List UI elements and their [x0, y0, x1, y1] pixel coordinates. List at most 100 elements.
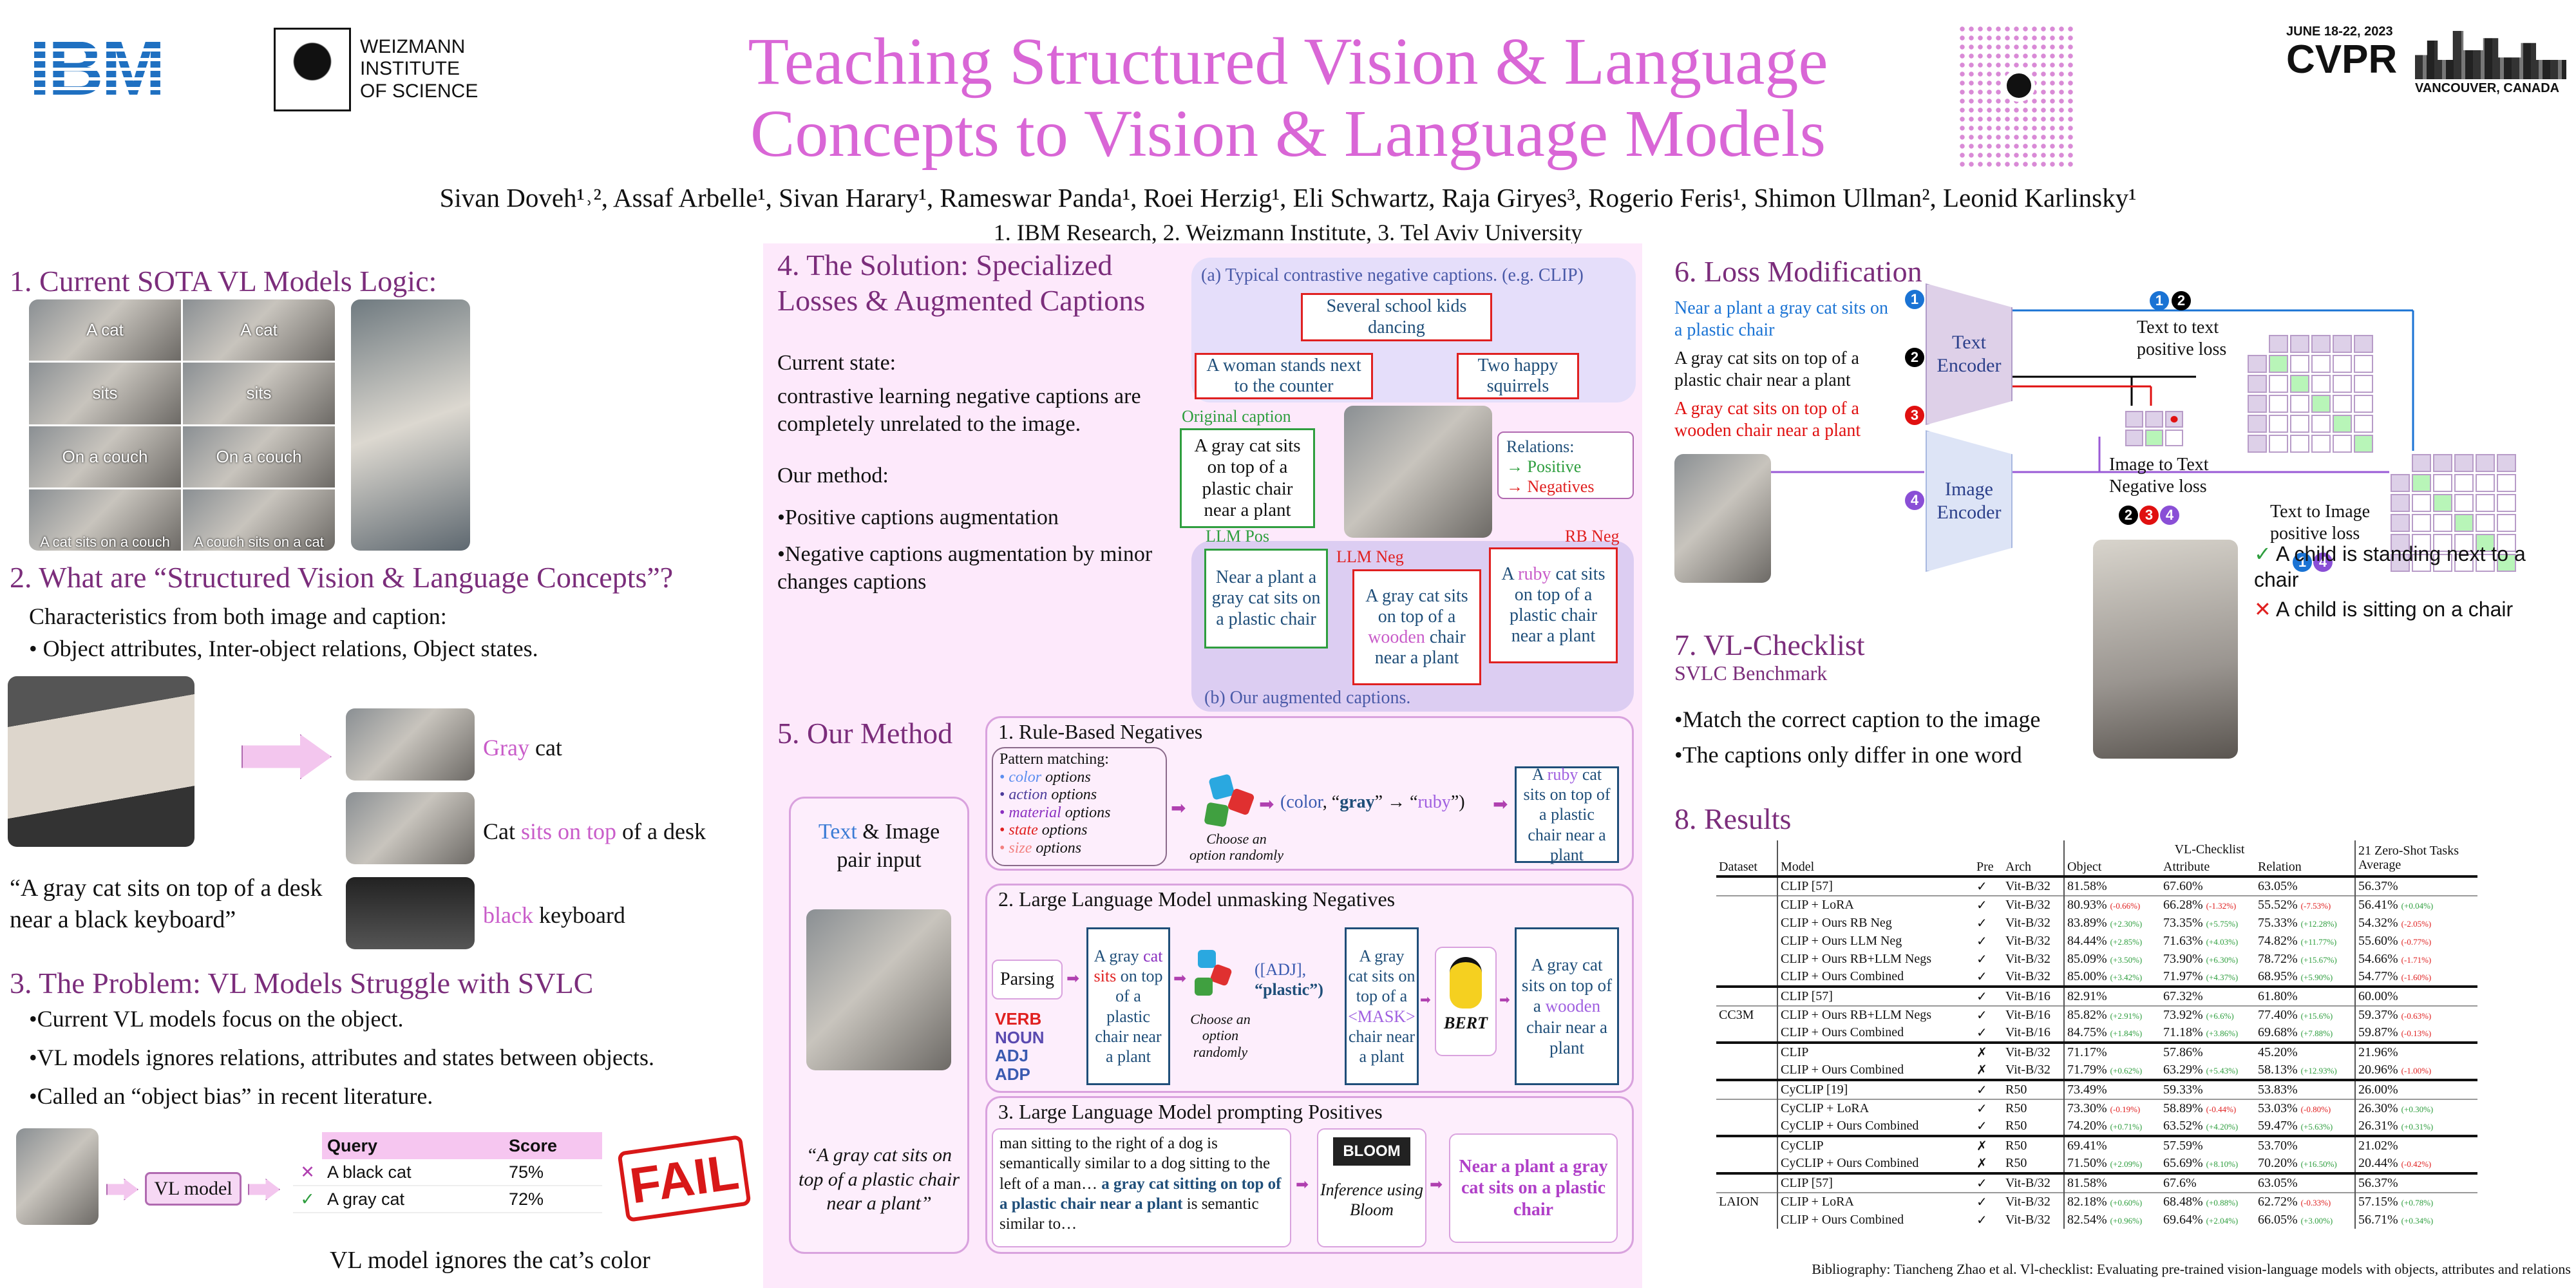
- cell-model: CyCLIP + LoRA: [1777, 1099, 1974, 1117]
- matrix-cell: [2290, 335, 2309, 353]
- t2t-matrix: [2248, 335, 2373, 453]
- arrow-right-icon: [242, 734, 332, 779]
- cell-attr: 73.35% (+5.75%): [2163, 915, 2239, 930]
- positive-result-caption: Near a plant a gray cat sits on a plasti…: [1449, 1133, 1618, 1243]
- matrix-cell: [2391, 514, 2410, 532]
- cell-arch: Vit-B/32: [2005, 969, 2050, 983]
- score-row: ✓ A gray cat 72%: [293, 1186, 602, 1213]
- original-caption: A gray cat sits on top of a plastic chai…: [1180, 428, 1315, 528]
- arrow-right-icon: [106, 1179, 138, 1200]
- cell-pre: ✗: [1976, 1063, 1987, 1077]
- cell-attr: 71.97% (+4.37%): [2163, 969, 2239, 983]
- cell-model: CLIP + Ours RB+LLM Negs: [1777, 1005, 1974, 1024]
- qr-code[interactable]: [1958, 24, 2077, 169]
- cell-zs: 55.60% (-0.77%): [2354, 932, 2477, 950]
- sec2-line1: Characteristics from both image and capt…: [29, 603, 447, 629]
- delta: (-0.33%): [2300, 1198, 2331, 1208]
- matrix-cell: [2248, 395, 2267, 413]
- bloom-prompt: man sitting to the right of a dog is sem…: [992, 1128, 1291, 1247]
- cell-model: CLIP + Ours Combined: [1777, 968, 1974, 987]
- crop1-label: Gray cat: [483, 735, 562, 761]
- sec7-subtitle: SVLC Benchmark: [1674, 661, 1828, 685]
- ibm-logo: IBM: [29, 30, 242, 107]
- our-method-label: Our method:: [777, 464, 889, 488]
- cell-arch: Vit-B/32: [2003, 875, 2064, 896]
- masked-caption: A gray cat sits on top of a <MASK> chair…: [1345, 927, 1419, 1085]
- vl-model-box: VL model: [145, 1172, 242, 1206]
- matrix-cell: [2433, 554, 2452, 572]
- weizmann-logo: WEIZMANN INSTITUTE OF SCIENCE: [274, 26, 525, 113]
- cell-zs: 54.66% (-1.71%): [2354, 950, 2477, 968]
- sec8-title: 8. Results: [1674, 802, 1792, 835]
- matrix-cell: [2476, 494, 2495, 512]
- cat-plant-photo: [16, 1128, 99, 1225]
- pattern-option: • material options: [999, 804, 1111, 821]
- delta: (+12.28%): [2300, 918, 2337, 929]
- cell-pre: ✓: [1974, 1079, 2003, 1099]
- cell-obj: 82.18% (+0.60%): [2063, 1192, 2161, 1211]
- matrix-cell: [2248, 375, 2267, 393]
- cell-pre: ✓: [1974, 1192, 2003, 1211]
- cell-dataset: [1716, 875, 1777, 896]
- arrow-right-icon: ➡: [1430, 1177, 1443, 1193]
- matrix-cell: [2311, 415, 2331, 433]
- matrix-cell: [2333, 435, 2352, 453]
- affiliations: 1. IBM Research, 2. Weizmann Institute, …: [993, 220, 1583, 245]
- cell-zs: 21.02%: [2354, 1135, 2477, 1155]
- cell-obj: 71.17%: [2063, 1041, 2161, 1061]
- score: 72%: [509, 1189, 544, 1209]
- tree-icon: [274, 27, 351, 111]
- cell-model: CLIP: [1777, 1041, 1974, 1061]
- cell-zs: 54.77% (-1.60%): [2354, 968, 2477, 987]
- p3-title: 3. Large Language Model prompting Positi…: [998, 1100, 1383, 1123]
- cell-arch: Vit-B/32: [2005, 1212, 2050, 1227]
- matrix-cell: [2412, 494, 2431, 512]
- cell-model: CLIP + LoRA: [1777, 895, 1974, 914]
- cell-model: CLIP [57]: [1777, 875, 1974, 896]
- cell-pre: ✓: [1974, 1005, 2003, 1024]
- col-header: Relation: [2258, 859, 2302, 874]
- sec7-bullet: •The captions only differ in one word: [1674, 742, 2022, 768]
- negative-caption: Two happy squirrels: [1457, 353, 1579, 399]
- sec2-title: 2. What are “Structured Vision & Languag…: [10, 561, 674, 594]
- llm-pos-label: LLM Pos: [1206, 527, 1269, 545]
- caption-negative: A gray cat sits on top of a wooden chair…: [1674, 399, 1861, 440]
- cell-dataset: [1716, 950, 1777, 968]
- sec3-caption: VL model ignores the cat’s color: [330, 1247, 650, 1274]
- cell-dataset: LAION: [1716, 1192, 1777, 1211]
- cell-attr: 71.63% (+4.03%): [2163, 933, 2239, 948]
- score: 75%: [509, 1162, 544, 1182]
- cell-arch: Vit-B/16: [2003, 1005, 2064, 1024]
- relations-label: Relations:: [1506, 437, 1575, 456]
- cell-rel: 53.03% (-0.80%): [2255, 1099, 2355, 1117]
- delta: (-1.60%): [2401, 972, 2432, 982]
- substitution-tuple: (color, “gray” → “ruby”): [1280, 792, 1465, 812]
- t2i-loss-label: Text to Image positive loss: [2270, 502, 2371, 544]
- matrix-cell: [2311, 375, 2331, 393]
- cell-model: CyCLIP + Ours Combined: [1777, 1155, 1974, 1173]
- sec5-title: 5. Our Method: [777, 717, 953, 750]
- cell-zs: 26.31% (+0.31%): [2354, 1117, 2477, 1136]
- cell-arch: Vit-B/32: [2003, 1172, 2064, 1193]
- cell-arch: Vit-B/32: [2003, 895, 2064, 914]
- cell-rel: 69.68% (+7.88%): [2258, 1025, 2333, 1039]
- relations-legend: Relations: → Positive → Negatives: [1497, 431, 1634, 499]
- col-header: Dataset: [1719, 859, 1757, 874]
- col-query: Query: [327, 1135, 378, 1155]
- input-photo: [806, 909, 951, 1070]
- t2i-matrix: [2391, 454, 2516, 572]
- cell-zs: 21.96%: [2354, 1041, 2477, 1061]
- delta: (+0.31%): [2401, 1122, 2434, 1132]
- matrix-cell: [2290, 375, 2309, 393]
- matrix-cell: [2290, 415, 2309, 433]
- cell-arch: Vit-B/32: [2005, 933, 2050, 948]
- friends-meme-grid: A cat A cat sits sits On a couch On a co…: [29, 299, 335, 551]
- matrix-cell: [2476, 514, 2495, 532]
- cell-dataset: [1716, 1172, 1777, 1193]
